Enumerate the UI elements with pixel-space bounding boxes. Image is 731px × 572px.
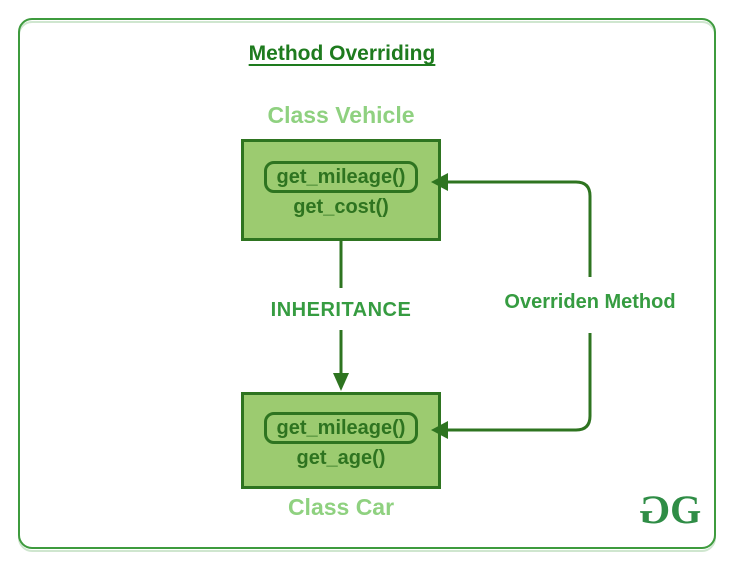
overridden-method-label: Overriden Method (504, 291, 676, 313)
outer-frame (18, 18, 716, 549)
inheritance-label: INHERITANCE (270, 299, 412, 321)
class-car-label: Class Car (287, 494, 395, 520)
diagram-title: Method Overriding (248, 42, 436, 65)
vehicle-get-cost-method: get_cost() (293, 196, 389, 218)
class-car-box: get_mileage() get_age() (241, 392, 441, 489)
car-get-mileage-method: get_mileage() (263, 411, 419, 444)
class-vehicle-box: get_mileage() get_cost() (241, 139, 441, 241)
logo-g-left: G (642, 487, 671, 532)
class-vehicle-label: Class Vehicle (267, 102, 415, 128)
car-get-age-method: get_age() (296, 446, 386, 469)
logo-g-right: G (670, 487, 701, 532)
vehicle-get-mileage-method: get_mileage() (263, 161, 419, 193)
geeksforgeeks-logo: GG (642, 487, 701, 532)
